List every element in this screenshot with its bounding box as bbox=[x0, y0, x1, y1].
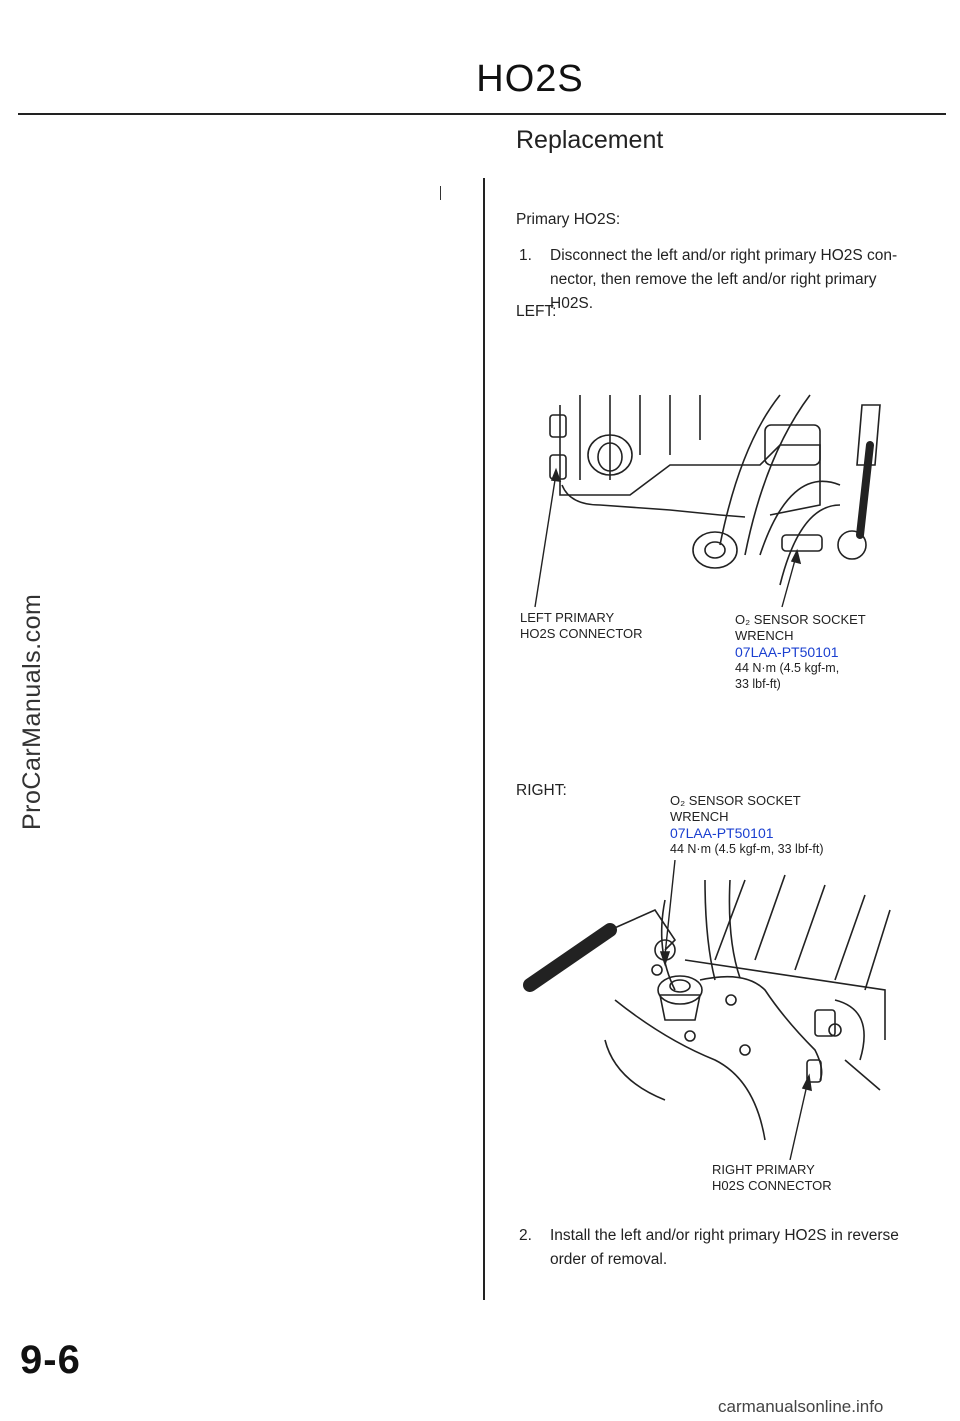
title-rule bbox=[18, 113, 946, 115]
step-2-number: 2. bbox=[519, 1227, 532, 1244]
right-sensor-illustration bbox=[515, 860, 895, 1160]
step-1: 1. Disconnect the left and/or right prim… bbox=[519, 244, 939, 324]
left-torque-line-1: 44 N·m (4.5 kgf-m, bbox=[735, 661, 840, 675]
step-2: 2. Install the left and/or right primary… bbox=[519, 1224, 939, 1276]
step-1-line-1: Disconnect the left and/or right primary… bbox=[550, 247, 898, 264]
page-number: 9-6 bbox=[20, 1338, 81, 1382]
step-2-line-2: order of removal. bbox=[550, 1251, 668, 1268]
right-tool-label: O₂ SENSOR SOCKET WRENCH 07LAA-PT50101 44… bbox=[670, 793, 824, 857]
right-tool-part-number: 07LAA-PT50101 bbox=[670, 825, 774, 841]
intro-text: Primary HO2S: bbox=[516, 211, 621, 228]
left-connector-label: LEFT PRIMARY HO2S CONNECTOR bbox=[520, 610, 643, 642]
left-connector-label-line-2: HO2S CONNECTOR bbox=[520, 626, 643, 641]
left-tool-part-number: 07LAA-PT50101 bbox=[735, 644, 839, 660]
left-tool-label: O₂ SENSOR SOCKET WRENCH 07LAA-PT50101 44… bbox=[735, 612, 866, 692]
right-connector-label-line-1: RIGHT PRIMARY bbox=[712, 1162, 815, 1177]
section-heading: Replacement bbox=[516, 126, 664, 154]
right-torque: 44 N·m (4.5 kgf-m, 33 lbf-ft) bbox=[670, 842, 824, 856]
right-tool-label-line-2: WRENCH bbox=[670, 809, 729, 824]
right-heading: RIGHT: bbox=[516, 782, 567, 799]
step-1-line-2: nector, then remove the left and/or righ… bbox=[550, 271, 877, 288]
left-tool-label-line-1: O₂ SENSOR SOCKET bbox=[735, 612, 866, 627]
step-2-line-1: Install the left and/or right primary HO… bbox=[550, 1227, 899, 1244]
margin-mark bbox=[440, 186, 441, 200]
watermark: ProCarManuals.com bbox=[18, 593, 46, 830]
right-connector-label-line-2: H02S CONNECTOR bbox=[712, 1178, 832, 1193]
footer-site[interactable]: carmanualsonline.info bbox=[718, 1397, 884, 1416]
column-divider bbox=[483, 178, 485, 1300]
left-tool-label-line-2: WRENCH bbox=[735, 628, 794, 643]
left-sensor-illustration bbox=[520, 385, 900, 610]
left-connector-label-line-1: LEFT PRIMARY bbox=[520, 610, 615, 625]
right-connector-label: RIGHT PRIMARY H02S CONNECTOR bbox=[712, 1162, 832, 1194]
right-tool-label-line-1: O₂ SENSOR SOCKET bbox=[670, 793, 801, 808]
left-heading: LEFT: bbox=[516, 303, 557, 320]
step-1-line-3: H02S. bbox=[550, 295, 594, 312]
page-title: HO2S bbox=[476, 58, 584, 100]
step-1-number: 1. bbox=[519, 247, 532, 264]
left-torque-line-2: 33 lbf-ft) bbox=[735, 677, 781, 691]
